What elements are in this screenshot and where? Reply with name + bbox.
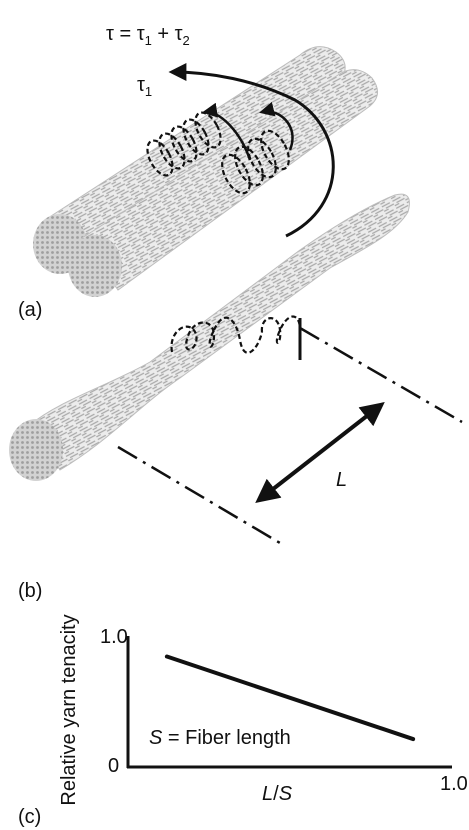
- length-dashline-upper: [300, 328, 462, 422]
- panel-a: τ = τ1 + τ2 τ1 (a): [18, 23, 378, 321]
- panel-c-label: (c): [18, 806, 41, 828]
- y-axis-label: Relative yarn tenacity: [58, 614, 80, 805]
- y-tick-label-top: 1.0: [100, 626, 128, 648]
- panel-c: Relative yarn tenacity 1.0 0 1.0 L/S S =…: [18, 614, 468, 828]
- panel-a-label: (a): [18, 299, 42, 321]
- torque-total-label: τ = τ1 + τ2: [106, 23, 190, 48]
- panel-b-label: (b): [18, 580, 42, 602]
- length-label: L: [336, 469, 347, 491]
- fiber-length-annotation: S = Fiber length: [149, 727, 291, 749]
- torque-one-label: τ1: [137, 74, 152, 99]
- length-arrow: [259, 405, 381, 500]
- x-axis-label: L/S: [262, 783, 293, 805]
- x-tick-label-right: 1.0: [440, 773, 468, 795]
- length-dashline-lower: [118, 447, 280, 543]
- origin-tick-label: 0: [108, 755, 119, 777]
